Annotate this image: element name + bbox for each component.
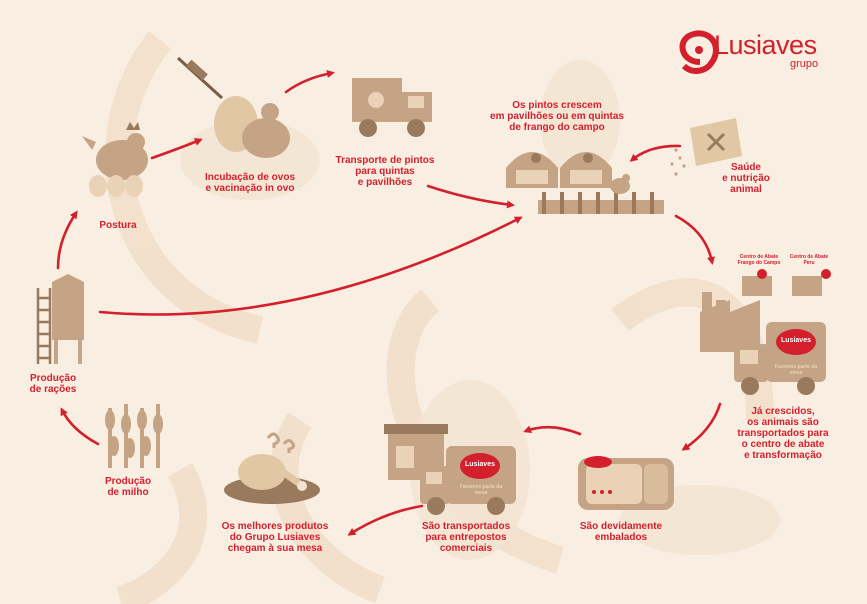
arrow-racoes-postura [56,210,78,270]
brand-subtitle: grupo [790,58,819,70]
label-saude: Saúde e nutrição animal [722,162,770,195]
badge-abate-peru: Centro de Abate Peru [789,254,829,266]
slaughter-center-icon [700,269,831,395]
arrow-saude-crescem [629,144,682,162]
badge-abate-frango: Centro de Abate Frango do Campo [737,254,781,266]
arrow-transporte-crescem [426,184,515,209]
arrow-milho-racoes [60,407,100,446]
truck-tagline: Fazemos parte da mesa [774,364,818,376]
label-abate: Já crescidos, os animais são transportad… [737,406,829,461]
arrow-incubacao-transporte [284,69,335,94]
arrow-postura-incubacao [150,138,203,160]
label-mesa: Os melhores produtos do Grupo Lusiaves c… [221,521,329,554]
chick-truck-icon [352,78,432,137]
label-postura: Postura [99,220,137,231]
label-milho: Produção de milho [104,476,152,498]
incubation-icon [176,56,290,158]
arrow-abate-embalados [681,402,722,451]
silo-icon [36,274,84,364]
chicken-dish-icon [224,432,320,504]
label-entrepostos: São transportados para entrepostos comer… [421,521,511,554]
label-racoes: Produção de rações [29,373,77,395]
package-icon [578,456,674,510]
label-crescem: Os pintos crescem em pavilhões ou em qui… [490,100,624,133]
flow-arrows [56,69,722,536]
arrow-embalados-entrepostos [523,425,582,436]
corn-icon [105,404,163,468]
pavilions-icon [506,152,664,214]
label-embalados: São devidamente embalados [579,521,663,543]
arrow-entrepostos-mesa [347,504,424,536]
arrow-racoes-crescem [98,216,523,316]
arrow-crescem-abate [674,214,715,265]
hen-icon [82,122,148,197]
feed-bag-icon [670,118,742,176]
label-transporte-pintos: Transporte de pintos para quintas e pavi… [335,155,435,188]
label-incubacao: Incubação de ovos e vacinação in ovo [204,172,296,194]
delivery-truck-icon [384,424,516,515]
truck-tagline-2: Fazemos parte da mesa [459,484,503,496]
brand-name: Lusiaves [714,30,817,60]
lusiaves-logo-mark [679,30,719,74]
truck-brand-label: Lusiaves [781,337,811,344]
truck-brand-label-2: Lusiaves [465,461,495,468]
